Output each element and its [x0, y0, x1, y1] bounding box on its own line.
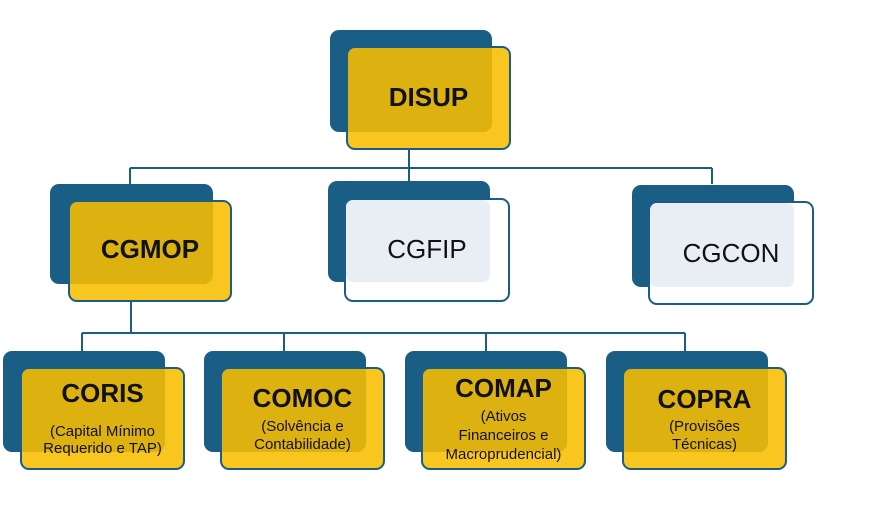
- connector-root-to-level2: [129, 150, 713, 184]
- connector-cgmop-to-level3: [81, 302, 686, 352]
- node-coris-desc-line-1: (Capital Mínimo: [49, 423, 156, 440]
- node-comoc-desc-line-2: Contabilidade): [254, 436, 351, 453]
- node-disup-label: DISUP: [388, 82, 469, 112]
- node-coris-desc-line-2: Requerido e TAP): [43, 440, 162, 457]
- node-copra-desc-line-2: Técnicas): [671, 436, 738, 453]
- node-comap-desc-line-2: Financeiros e: [458, 427, 549, 444]
- node-comoc-desc-line-1: (Solvência e: [261, 418, 344, 435]
- node-copra-label: COPRA: [657, 384, 752, 414]
- node-comap-label: COMAP: [455, 373, 552, 403]
- node-cgcon-label: CGCON: [682, 238, 780, 268]
- node-copra-desc-line-1: (Provisões: [669, 418, 740, 435]
- node-cgfip-label: CGFIP: [387, 234, 467, 264]
- node-comoc-label: COMOC: [252, 383, 353, 413]
- node-comap-desc-line-3: Macroprudencial): [445, 446, 562, 463]
- node-comap-desc-line-1: (Ativos: [480, 408, 527, 425]
- node-cgmop-label: CGMOP: [100, 234, 200, 264]
- node-coris-label: CORIS: [61, 378, 144, 408]
